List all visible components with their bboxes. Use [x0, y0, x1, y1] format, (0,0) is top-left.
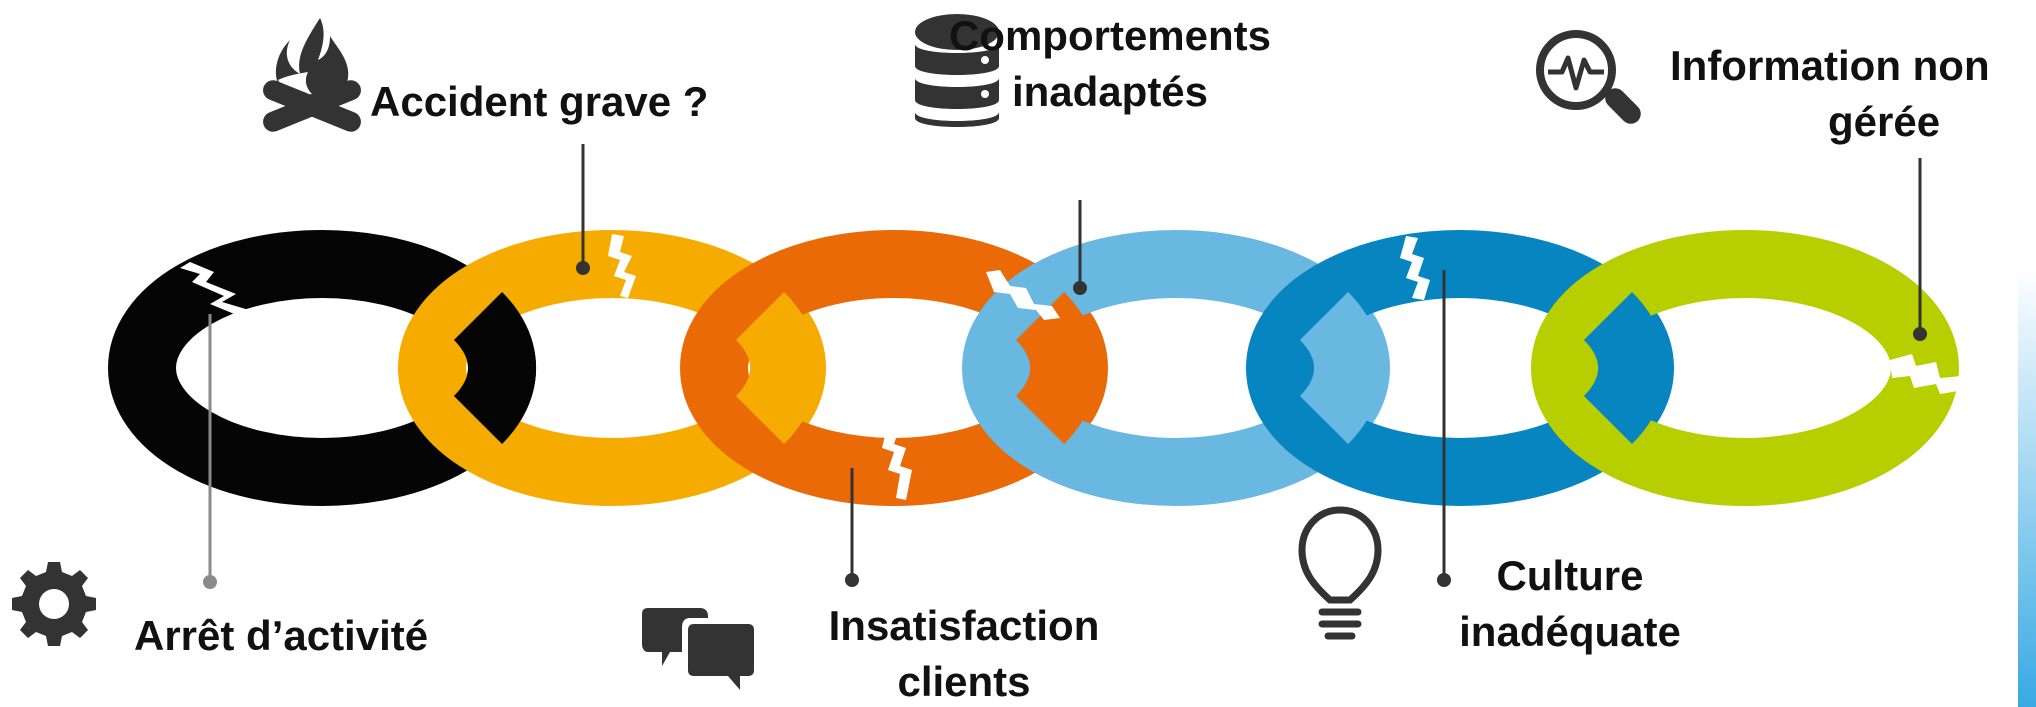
- connector-dot-accident: [576, 261, 590, 275]
- break-orange: [882, 424, 912, 500]
- label-culture-line2: inadéquate: [1459, 608, 1681, 655]
- break-yellow: [608, 234, 636, 298]
- label-arret: Arrêt d’activité: [134, 612, 428, 659]
- label-information-line1: Information non: [1670, 42, 1990, 89]
- label-culture-line1: Culture: [1497, 552, 1644, 599]
- label-insatisfaction-line1: Insatisfaction: [829, 602, 1100, 649]
- campfire-icon: [263, 18, 361, 132]
- chat-bubbles-icon: [642, 608, 754, 690]
- database-icon: [915, 14, 999, 127]
- connector-dot-insatisfaction: [845, 573, 859, 587]
- break-light-blue: [986, 270, 1060, 320]
- break-green: [1890, 354, 1964, 394]
- edge-accent-shape: [2018, 268, 2036, 707]
- gear-icon: [12, 562, 96, 646]
- magnifier-pulse-icon: [1536, 30, 1641, 124]
- connector-dot-comportements: [1073, 281, 1087, 295]
- lightbulb-icon: [1298, 506, 1382, 640]
- chain-breaks: [180, 234, 1964, 500]
- connector-dot-culture: [1437, 573, 1451, 587]
- connectors: [203, 144, 1927, 589]
- label-insatisfaction-line2: clients: [897, 658, 1030, 705]
- break-blue: [1400, 236, 1430, 300]
- connector-dot-information: [1913, 327, 1927, 341]
- label-information-line2: gérée: [1828, 98, 1940, 145]
- label-comportements-line2: inadaptés: [1012, 68, 1208, 115]
- label-comportements-line1: Comportements: [949, 12, 1271, 59]
- break-black: [180, 262, 256, 318]
- connector-dot-arret: [203, 575, 217, 589]
- label-accident: Accident grave ?: [370, 78, 708, 125]
- chain-overlaps: [453, 291, 1667, 445]
